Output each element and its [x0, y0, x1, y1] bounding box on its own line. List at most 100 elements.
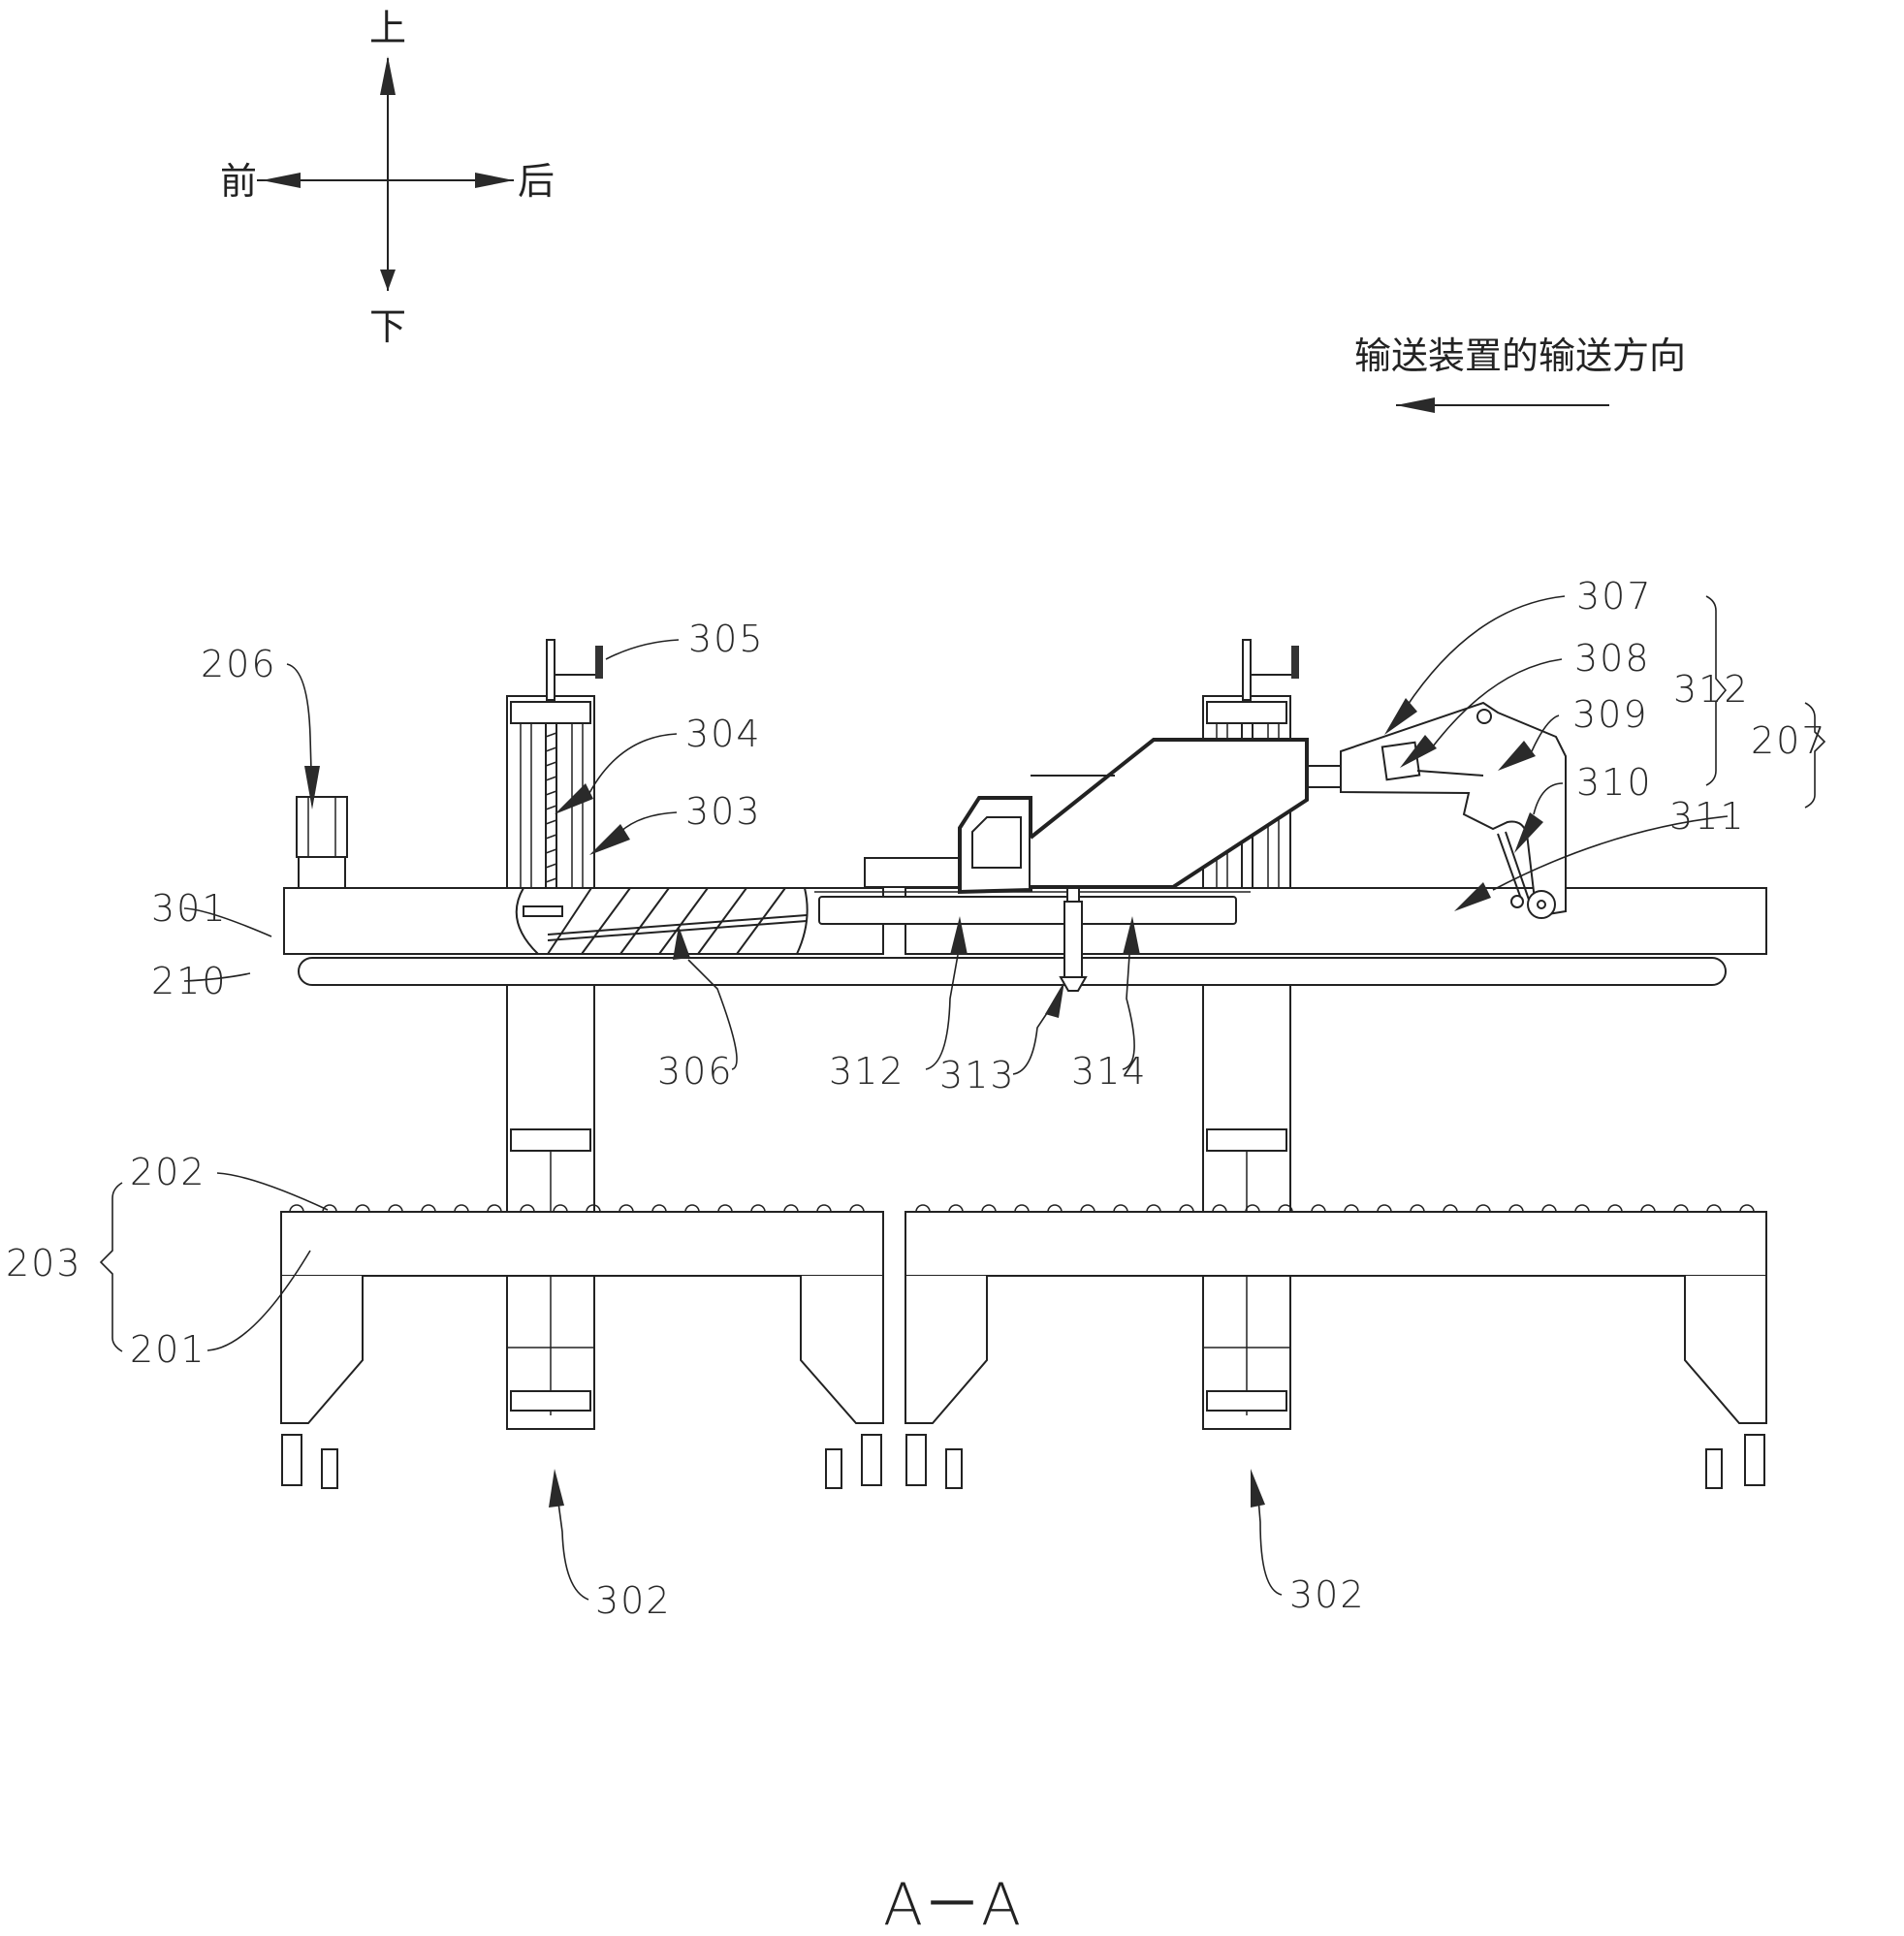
roller	[915, 1204, 931, 1213]
label-313: 313	[939, 1054, 1016, 1096]
label-306: 306	[657, 1050, 734, 1093]
orientation-down-label: 下	[369, 305, 406, 348]
roller	[520, 1204, 535, 1213]
post-cap	[1206, 701, 1287, 724]
pivot-pin	[1476, 709, 1492, 724]
frame-right	[904, 1211, 1767, 1277]
sensor-base	[298, 856, 346, 889]
orientation-back-label: 后	[518, 160, 555, 203]
label-310: 310	[1576, 761, 1653, 804]
roller	[322, 1204, 337, 1213]
label-206: 206	[201, 643, 277, 685]
roller	[816, 1204, 832, 1213]
pusher-block	[864, 738, 1343, 895]
roller	[289, 1204, 304, 1213]
roller	[1245, 1204, 1260, 1213]
cylinder-308	[1380, 741, 1421, 781]
left-arrow-icon	[1396, 397, 1435, 413]
roller	[487, 1204, 502, 1213]
roller	[1278, 1204, 1293, 1213]
roller	[783, 1204, 799, 1213]
orientation-front-label: 前	[220, 160, 257, 203]
roller	[454, 1204, 469, 1213]
roller	[1311, 1204, 1326, 1213]
bar-210	[298, 957, 1727, 986]
label-303: 303	[685, 790, 762, 833]
roller	[553, 1204, 568, 1213]
back-arrow-icon	[475, 173, 514, 188]
crank-handle[interactable]	[1291, 646, 1299, 679]
group-braces	[99, 595, 1826, 1352]
roller	[586, 1204, 601, 1213]
nozzle-313-tip	[1059, 976, 1088, 992]
post-cap	[510, 701, 591, 724]
roller	[1377, 1204, 1392, 1213]
roller	[1113, 1204, 1128, 1213]
label-203: 203	[6, 1242, 82, 1285]
roller-312	[818, 896, 1237, 925]
roller	[1476, 1204, 1491, 1213]
roller	[1146, 1204, 1161, 1213]
label-309: 309	[1572, 693, 1649, 736]
label-207: 207	[1751, 719, 1827, 762]
roller	[1047, 1204, 1063, 1213]
roller	[750, 1204, 766, 1213]
pusher-rod	[864, 857, 963, 888]
nozzle-313-body	[1063, 901, 1083, 980]
label-302-right: 302	[1289, 1573, 1366, 1616]
leg-back-right	[1684, 1276, 1767, 1424]
hatched-section-306	[515, 887, 809, 955]
label-201: 201	[130, 1328, 206, 1371]
roller	[948, 1204, 964, 1213]
label-307: 307	[1576, 575, 1653, 618]
roller	[1443, 1204, 1458, 1213]
left-post-lower-302	[506, 984, 595, 1430]
down-arrow-icon	[380, 270, 396, 291]
label-302-left: 302	[595, 1579, 672, 1622]
leg-front-left	[280, 1276, 364, 1424]
roller	[1344, 1204, 1359, 1213]
orientation-up-label: 上	[369, 7, 406, 49]
label-210: 210	[151, 960, 228, 1002]
roller	[1541, 1204, 1557, 1213]
roller	[388, 1204, 403, 1213]
label-308: 308	[1574, 637, 1651, 680]
crank-handle-305[interactable]	[595, 646, 603, 679]
roller	[1574, 1204, 1590, 1213]
label-304: 304	[685, 713, 762, 755]
roller	[1179, 1204, 1194, 1213]
section-caption: A－A	[883, 1871, 1021, 1936]
arm-309	[1340, 701, 1567, 918]
leg-front-right	[904, 1276, 988, 1424]
brace-207	[1804, 702, 1826, 809]
frame-left	[280, 1211, 884, 1277]
conveying-direction: 输送装置的输送方向	[1354, 334, 1686, 413]
roller	[1673, 1204, 1689, 1213]
label-202: 202	[130, 1151, 206, 1193]
roller	[981, 1204, 997, 1213]
label-312-roller: 312	[829, 1050, 905, 1093]
handle-shaft	[1242, 639, 1252, 701]
orientation-cross: 上 下 前 后	[220, 7, 555, 348]
label-301: 301	[151, 887, 228, 930]
label-314: 314	[1071, 1050, 1148, 1093]
label-311: 311	[1669, 795, 1746, 838]
roller	[717, 1204, 733, 1213]
roller	[1706, 1204, 1722, 1213]
roller	[355, 1204, 370, 1213]
conveyor-rollers-202	[289, 1204, 1755, 1213]
roller	[1212, 1204, 1227, 1213]
right-post-lower-302	[1202, 984, 1291, 1430]
switch-block	[523, 905, 563, 917]
brace-312	[1705, 595, 1728, 786]
roller	[1508, 1204, 1524, 1213]
link-pin	[1510, 895, 1524, 908]
roller	[1410, 1204, 1425, 1213]
front-arrow-icon	[262, 173, 301, 188]
handle-shaft	[546, 639, 555, 701]
clamp-mechanism-207	[1340, 701, 1567, 919]
roller	[1607, 1204, 1623, 1213]
roller	[1640, 1204, 1656, 1213]
roller	[651, 1204, 667, 1213]
